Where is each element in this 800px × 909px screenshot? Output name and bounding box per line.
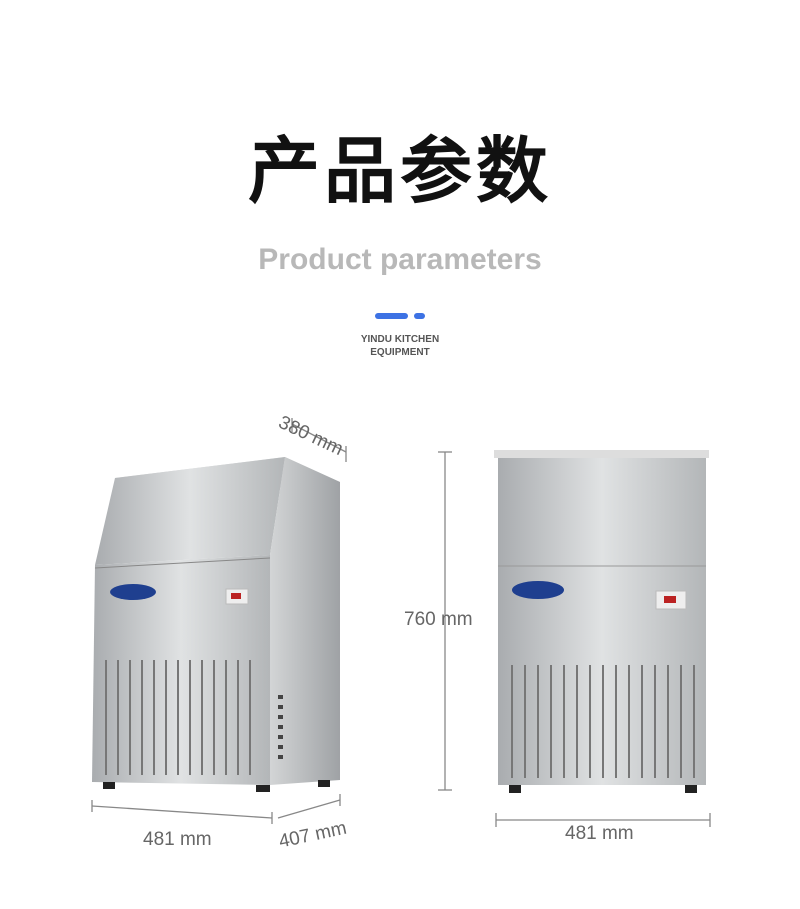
page-subtitle: Product parameters xyxy=(258,243,542,276)
ice-machine-front-view xyxy=(494,450,709,793)
accent-bar-short xyxy=(414,313,425,319)
height-label: 760 mm xyxy=(404,609,473,630)
dimension-lines xyxy=(91,418,711,827)
brand-logo-icon xyxy=(110,584,156,600)
brand-line-1: YINDU KITCHEN xyxy=(360,334,440,345)
page-title: 产品参数 xyxy=(247,129,552,213)
brand-label: YINDU KITCHEN EQUIPMENT xyxy=(300,333,500,359)
accent-bar-long xyxy=(375,313,408,319)
brand-line-2: EQUIPMENT xyxy=(370,347,430,358)
width-right-label: 481 mm xyxy=(565,823,634,844)
width-left-label: 481 mm xyxy=(143,829,212,850)
brand-logo-icon xyxy=(512,581,564,599)
ice-machine-angled-view xyxy=(92,457,340,792)
